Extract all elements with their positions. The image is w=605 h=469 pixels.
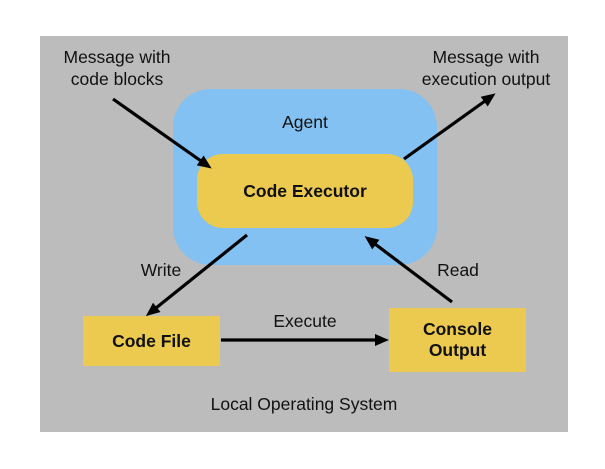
console-output-label: Console Output [422, 319, 493, 360]
execute-edge-label: Execute [273, 311, 337, 331]
incoming-message-label: Message with code blocks [63, 47, 171, 89]
console-output-node: Console Output [389, 308, 526, 372]
local-os-label: Local Operating System [210, 394, 398, 414]
code-executor-node: Code Executor [197, 154, 413, 228]
code-file-label: Code File [112, 330, 191, 351]
agent-label: Agent [282, 112, 328, 132]
code-executor-label: Code Executor [243, 180, 367, 201]
outgoing-message-label: Message with execution output [421, 47, 551, 89]
code-file-node: Code File [83, 316, 220, 366]
read-edge-label: Read [437, 260, 479, 280]
write-edge-label: Write [140, 260, 182, 280]
